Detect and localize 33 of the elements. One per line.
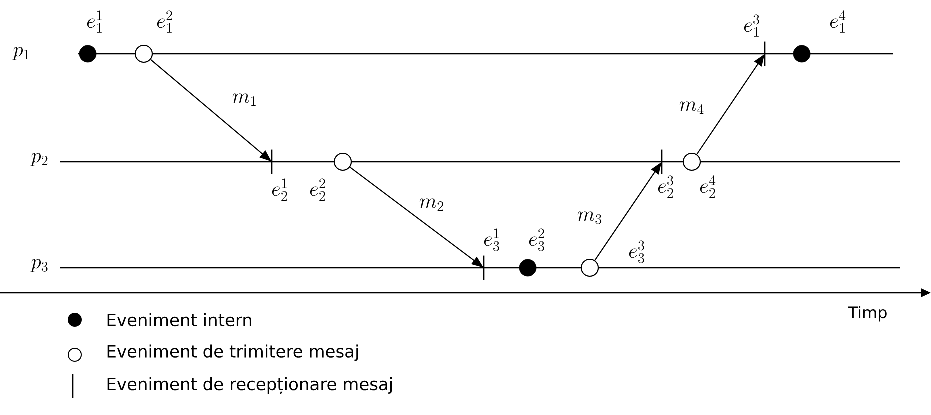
internal-event-dot xyxy=(793,45,811,63)
receive-event-tick xyxy=(661,150,663,174)
legend-text: Eveniment intern xyxy=(108,313,252,327)
legend-text: Eveniment de trimitere mesaj xyxy=(108,344,358,362)
event-label: $e_2^3$ xyxy=(658,176,674,198)
receive-event-tick xyxy=(271,150,273,174)
send-event-circle xyxy=(134,44,154,64)
process-label: $p_1$ xyxy=(12,47,30,60)
receive-event-tick xyxy=(764,42,766,66)
message-label: $m_1$ xyxy=(232,94,256,106)
send-event-circle xyxy=(334,152,352,172)
legend-text: Eveniment de recepționare mesaj xyxy=(108,378,392,394)
process-label: $p_2$ xyxy=(30,153,48,166)
receive-event-tick xyxy=(483,256,485,280)
event-label: $e_3^3$ xyxy=(629,240,644,264)
event-label: $e_1^1$ xyxy=(87,10,102,33)
message-label: $m_2$ xyxy=(420,198,444,212)
event-label: $e_1^3$ xyxy=(744,14,760,37)
event-label: $e_3^1$ xyxy=(484,228,500,252)
internal-event-dot xyxy=(519,259,537,277)
axis-label: Timp xyxy=(848,306,887,322)
process-label: $p_3$ xyxy=(30,259,48,272)
message-label: $m_4$ xyxy=(680,102,704,114)
send-event-circle xyxy=(580,258,600,278)
event-label: $e_1^2$ xyxy=(157,10,172,33)
event-label: $e_2^1$ xyxy=(272,178,288,201)
internal-event-dot xyxy=(79,45,97,63)
message-label: $m_3$ xyxy=(578,212,602,224)
event-label: $e_2^4$ xyxy=(700,176,716,198)
event-label: $e_3^2$ xyxy=(529,228,544,252)
event-label: $e_1^4$ xyxy=(830,10,846,33)
send-event-circle xyxy=(682,152,702,172)
event-label: $e_2^2$ xyxy=(310,178,326,201)
